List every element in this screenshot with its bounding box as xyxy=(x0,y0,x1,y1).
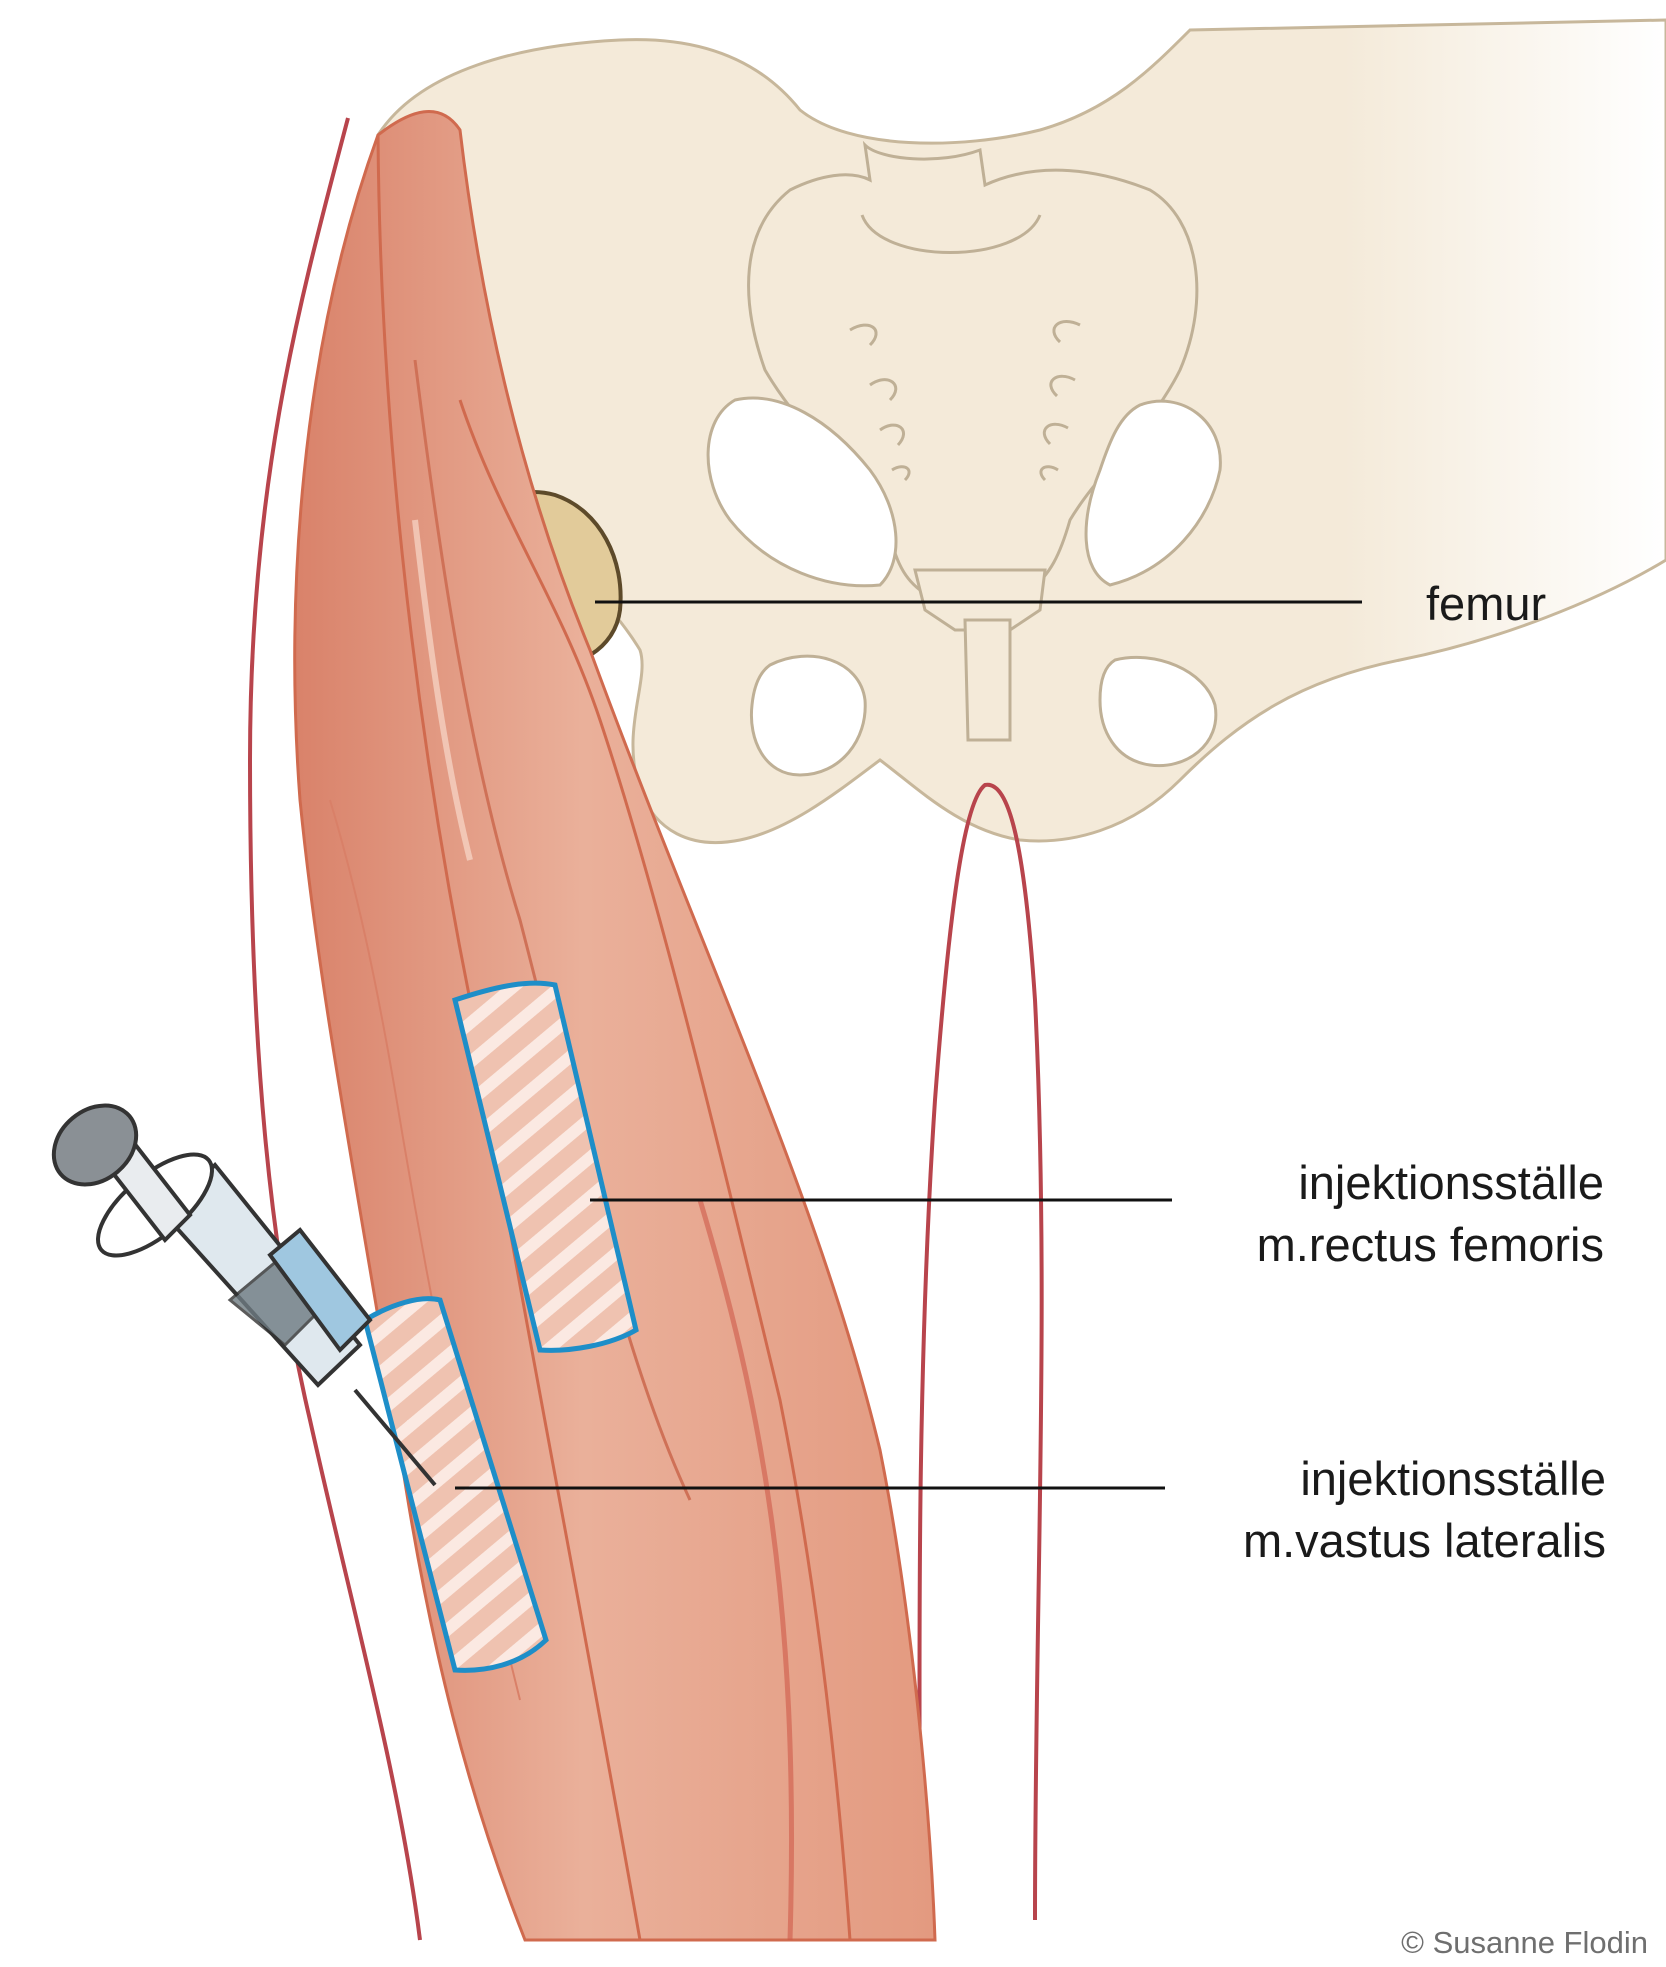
label-vastus-line1: injektionsställe xyxy=(1300,1452,1606,1505)
copyright-notice: © Susanne Flodin xyxy=(1401,1925,1648,1960)
label-rectus-line2: m.rectus femoris xyxy=(1256,1218,1604,1271)
pelvis-bone xyxy=(375,18,1666,845)
label-vastus-line2: m.vastus lateralis xyxy=(1242,1514,1606,1567)
injection-site-rectus-femoris xyxy=(452,980,639,1353)
label-vastus-lateralis: injektionsställe m.vastus lateralis xyxy=(1243,1448,1606,1572)
label-femur: femur xyxy=(1426,577,1547,630)
thigh-skin-outline xyxy=(247,117,422,1941)
syringe-icon xyxy=(51,1103,437,1487)
inner-thigh-outline xyxy=(917,782,1044,1921)
label-rectus-femoris: injektionsställe m.rectus femoris xyxy=(1257,1152,1604,1276)
injection-site-vastus-lateralis xyxy=(362,1296,549,1673)
label-rectus-line1: injektionsställe xyxy=(1298,1156,1604,1209)
